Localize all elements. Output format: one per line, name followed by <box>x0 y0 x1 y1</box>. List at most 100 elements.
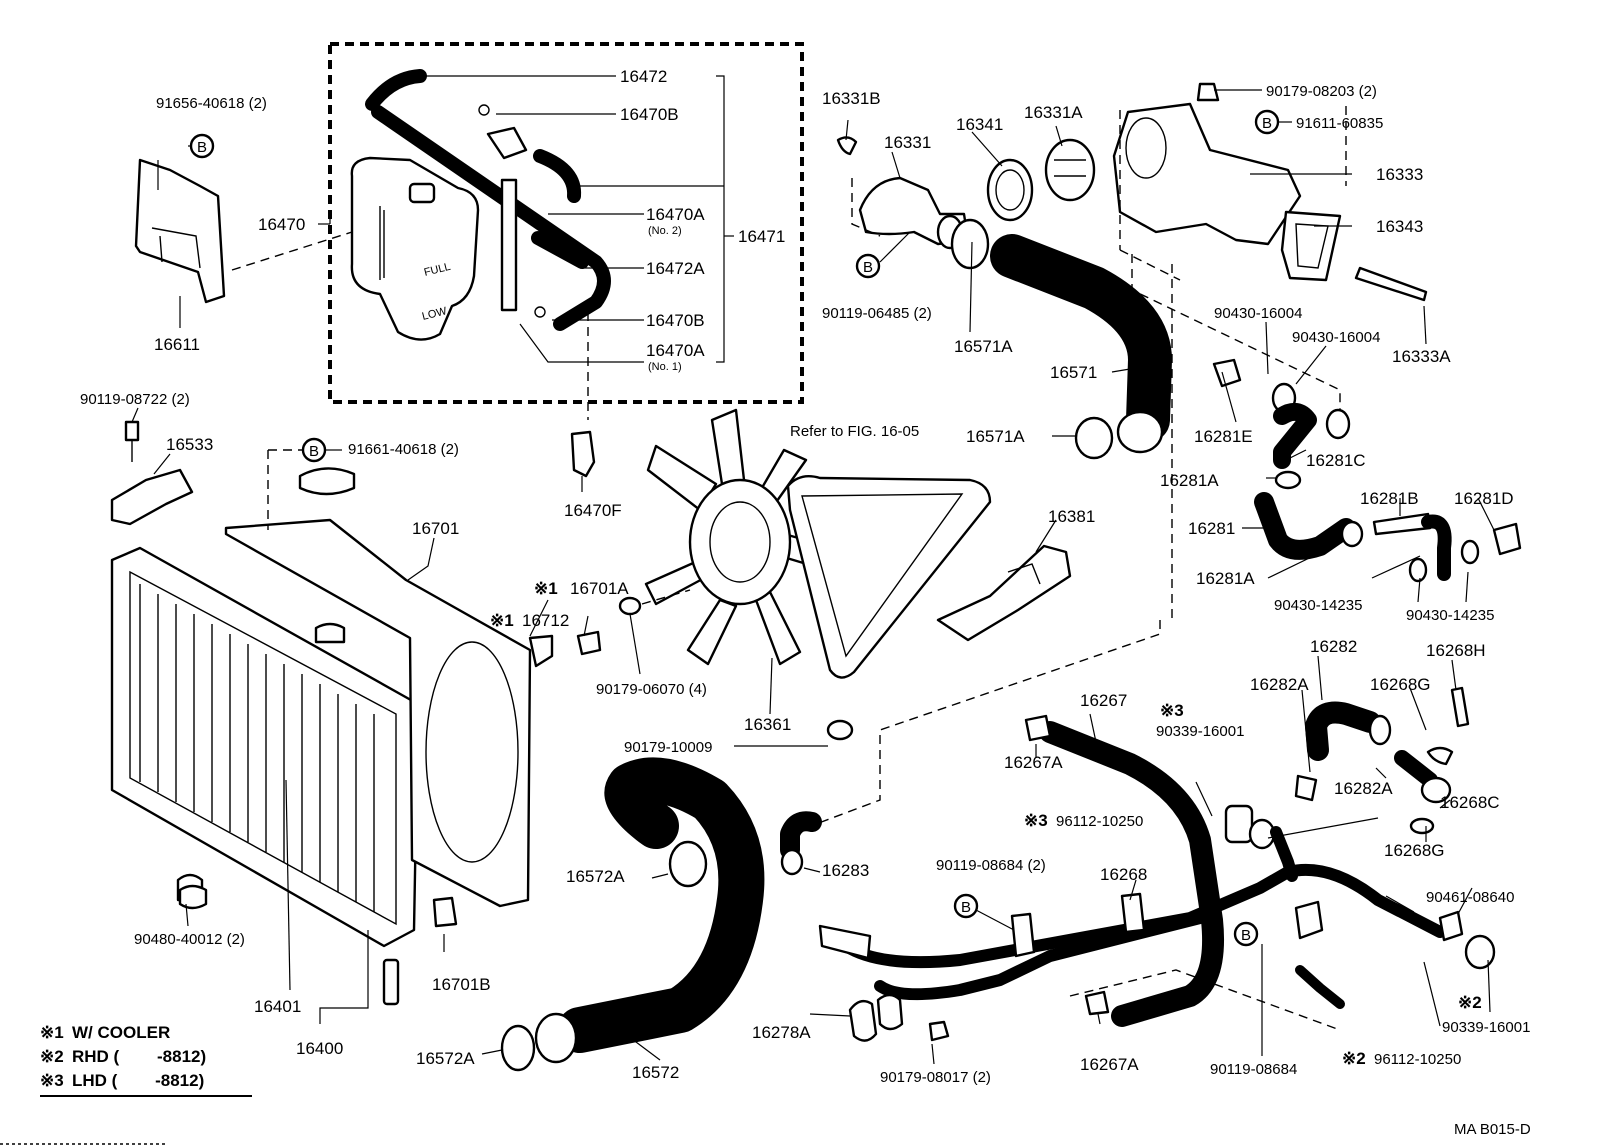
label-90179-10009: 90179-10009 <box>624 739 712 756</box>
label-16572A-upper: 16572A <box>566 867 625 886</box>
label-90430-16004-a: 90430-16004 <box>1214 305 1302 322</box>
label-16268G-upper: 16268G <box>1370 675 1431 694</box>
part-16470F-clip <box>570 312 596 478</box>
label-16281: 16281 <box>1188 519 1235 538</box>
label-16470A-no1-sub: (No. 1) <box>648 361 682 373</box>
note-1-mark: ※1 <box>40 1023 64 1042</box>
gasket-16343 <box>1280 210 1342 282</box>
label-16470A-no2: 16470A <box>646 205 705 224</box>
heater-hose-16267 <box>1024 714 1341 1031</box>
bolt-marker: B <box>1233 921 1259 947</box>
label-16571: 16571 <box>1050 363 1097 382</box>
note-mark-3-90339: ※3 <box>1160 701 1184 720</box>
label-16331B: 16331B <box>822 89 881 108</box>
note-1-text: W/ COOLER <box>72 1023 170 1042</box>
label-90179-08203: 90179-08203 (2) <box>1266 83 1377 100</box>
diagram-code: MA B015-D <box>1454 1121 1531 1138</box>
label-16470F: 16470F <box>564 501 622 520</box>
label-16281D: 16281D <box>1454 489 1514 508</box>
fan-shroud <box>224 518 532 908</box>
label-16701B: 16701B <box>432 975 491 994</box>
note-mark-3-96112: ※3 <box>1024 811 1048 830</box>
label-16361: 16361 <box>744 715 791 734</box>
label-16333: 16333 <box>1376 165 1423 184</box>
label-16268G-lower: 16268G <box>1384 841 1445 860</box>
upper-radiator-hose-16571 <box>990 234 1172 460</box>
note-2-mark: ※2 <box>40 1047 64 1066</box>
label-16572: 16572 <box>632 1063 679 1082</box>
note-mark-1-16701A: ※1 <box>534 579 558 598</box>
label-16268H: 16268H <box>1426 641 1486 660</box>
heater-pipe-16268 <box>818 826 1496 1009</box>
label-16381: 16381 <box>1048 507 1095 526</box>
label-16470B-lower: 16470B <box>646 311 705 330</box>
label-16278A: 16278A <box>752 1023 811 1042</box>
reference-note: Refer to FIG. 16-05 <box>790 423 919 440</box>
label-16282A-lower: 16282A <box>1334 779 1393 798</box>
part-labels: 16472 16470B 16470A (No. 2) 16471 16472A… <box>80 67 1530 1086</box>
label-91656-40618: 91656-40618 (2) <box>156 95 267 112</box>
label-16401: 16401 <box>254 997 301 1016</box>
part-90480-grommet <box>178 884 208 910</box>
part-16701B-clip <box>432 896 458 928</box>
label-96112-10250-a: 96112-10250 <box>1056 813 1143 830</box>
label-16571A-lower: 16571A <box>966 427 1025 446</box>
label-16611: 16611 <box>154 335 200 354</box>
label-90339-16001-b: 90339-16001 <box>1442 1019 1530 1036</box>
note-2-text: RHD ( -8812) <box>72 1047 206 1066</box>
label-90461-08640: 90461-08640 <box>1426 889 1514 906</box>
label-16471: 16471 <box>738 227 785 246</box>
water-bypass-pipe-16283 <box>780 811 822 876</box>
gasket-16278A <box>848 993 950 1042</box>
v-belt <box>786 475 992 679</box>
label-16267: 16267 <box>1080 691 1127 710</box>
label-16571A-upper: 16571A <box>954 337 1013 356</box>
bolt-marker: B <box>189 133 215 159</box>
label-16268: 16268 <box>1100 865 1147 884</box>
note-mark-2-90339: ※2 <box>1458 993 1482 1012</box>
part-16533-bracket <box>110 420 194 526</box>
svg-text:B: B <box>1241 927 1251 944</box>
label-90339-16001-a: 90339-16001 <box>1156 723 1244 740</box>
notes-legend: ※1 W/ COOLER ※2 RHD ( -8812) ※3 LHD ( -8… <box>40 1023 252 1097</box>
label-16281B: 16281B <box>1360 489 1419 508</box>
label-16343: 16343 <box>1376 217 1423 236</box>
heater-hose-16282 <box>1294 686 1470 835</box>
label-16267A-upper: 16267A <box>1004 753 1063 772</box>
label-16281A-upper: 16281A <box>1160 471 1219 490</box>
note-mark-2-96112: ※2 <box>1342 1049 1366 1068</box>
label-16533: 16533 <box>166 435 213 454</box>
label-90430-16004-b: 90430-16004 <box>1292 329 1380 346</box>
bolt-marker: B <box>855 253 881 279</box>
bolt-marker: B <box>1254 109 1280 135</box>
bolt-marker: B <box>953 893 979 919</box>
gasket-16341 <box>986 158 1034 222</box>
label-16341: 16341 <box>956 115 1003 134</box>
label-16268C: 16268C <box>1440 793 1500 812</box>
reservoir-group-box <box>328 42 804 404</box>
label-16701: 16701 <box>412 519 459 538</box>
svg-text:B: B <box>961 899 971 916</box>
svg-text:B: B <box>197 139 207 156</box>
radiator-cap <box>298 467 356 496</box>
label-16333A: 16333A <box>1392 347 1451 366</box>
reservoir-tank: FULL LOW <box>350 156 480 341</box>
label-90430-14235-a: 90430-14235 <box>1274 597 1362 614</box>
label-16400: 16400 <box>296 1039 343 1058</box>
bolt-marker: B <box>301 437 327 463</box>
label-90119-08722: 90119-08722 (2) <box>80 391 190 408</box>
water-inlet-16331 <box>836 136 970 250</box>
label-90480-40012: 90480-40012 (2) <box>134 931 245 948</box>
thermostat-16331A <box>1044 138 1096 202</box>
label-16572A-lower: 16572A <box>416 1049 475 1068</box>
label-16281A-lower: 16281A <box>1196 569 1255 588</box>
label-16282: 16282 <box>1310 637 1357 656</box>
label-16472A: 16472A <box>646 259 705 278</box>
label-16331: 16331 <box>884 133 931 152</box>
label-16283: 16283 <box>822 861 869 880</box>
stud-16333A <box>1354 266 1428 302</box>
label-96112-10250-b: 96112-10250 <box>1374 1051 1461 1068</box>
radiator <box>110 546 420 1006</box>
note-mark-1-16712: ※1 <box>490 611 514 630</box>
